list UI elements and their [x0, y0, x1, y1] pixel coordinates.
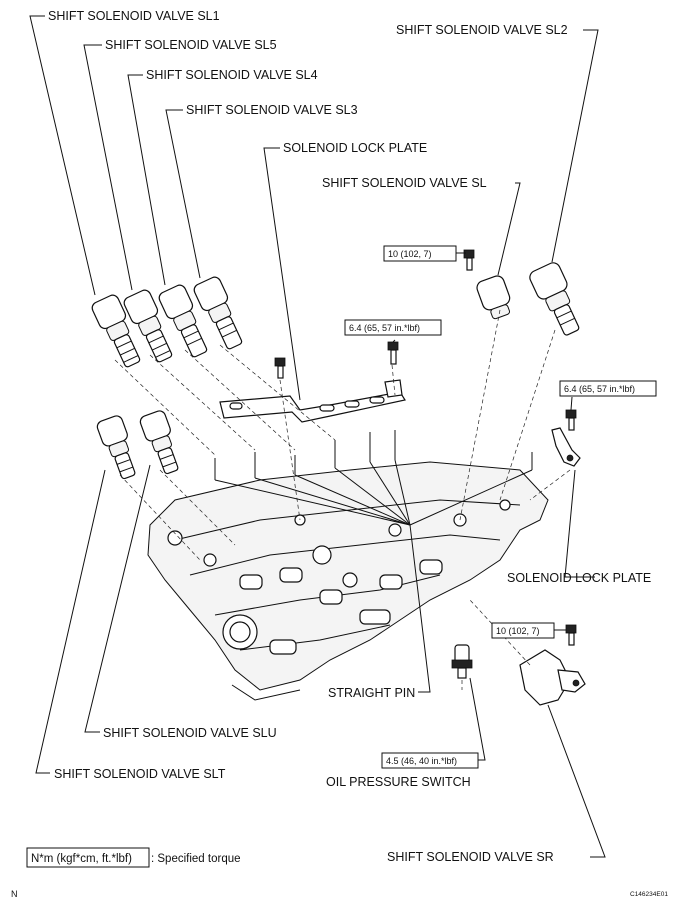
assembly-dashed-lines [114, 309, 571, 690]
label-straight-pin: STRAIGHT PIN [328, 686, 415, 700]
bolt-plate-right [565, 409, 577, 431]
solenoid-sl2 [529, 262, 580, 336]
label-slt: SHIFT SOLENOID VALVE SLT [54, 767, 226, 781]
torque-text-plate-right: 6.4 (65, 57 in.*lbf) [564, 384, 635, 394]
label-sl2: SHIFT SOLENOID VALVE SL2 [396, 23, 568, 37]
figure-code: C146234E01 [630, 891, 668, 898]
torque-legend: N*m (kgf*cm, ft.*lbf) : Specified torque [26, 847, 241, 868]
footer-left-mark: N [11, 889, 18, 899]
torque-text-sl: 10 (102, 7) [388, 249, 432, 259]
solenoid-sl5 [123, 289, 173, 363]
torque-text-ops: 4.5 (46, 40 in.*lbf) [386, 756, 457, 766]
label-sr: SHIFT SOLENOID VALVE SR [387, 850, 554, 864]
oil-pressure-switch [451, 644, 473, 679]
torque-box-plate-right: 6.4 (65, 57 in.*lbf) [559, 380, 657, 397]
label-lock-plate-top: SOLENOID LOCK PLATE [283, 141, 427, 155]
solenoid-sl1 [91, 294, 141, 368]
torque-box-plate-top: 6.4 (65, 57 in.*lbf) [344, 319, 442, 336]
torque-text-plate-top: 6.4 (65, 57 in.*lbf) [349, 323, 420, 333]
label-sl3: SHIFT SOLENOID VALVE SL3 [186, 103, 358, 117]
label-sl: SHIFT SOLENOID VALVE SL [322, 176, 487, 190]
bolt-extra [274, 357, 286, 379]
bolt-sr [565, 624, 577, 646]
solenoid-lock-plate-top [219, 379, 406, 423]
straight-pins [214, 430, 533, 480]
label-oil-pressure-switch: OIL PRESSURE SWITCH [326, 775, 471, 789]
label-sl4: SHIFT SOLENOID VALVE SL4 [146, 68, 318, 82]
bolt-plate-top [387, 341, 399, 365]
valve-body [147, 461, 549, 701]
legend-unit-box: N*m (kgf*cm, ft.*lbf) [31, 853, 132, 865]
legend-unit-desc: : Specified torque [151, 853, 241, 865]
solenoid-slt [96, 415, 136, 480]
torque-box-sl: 10 (102, 7) [383, 245, 457, 262]
label-sl1: SHIFT SOLENOID VALVE SL1 [48, 9, 220, 23]
solenoid-sl4 [158, 284, 208, 358]
leader-lines [29, 15, 606, 858]
label-slu: SHIFT SOLENOID VALVE SLU [103, 726, 277, 740]
torque-box-sr: 10 (102, 7) [491, 622, 555, 639]
torque-box-ops: 4.5 (46, 40 in.*lbf) [381, 752, 479, 769]
torque-text-sr: 10 (102, 7) [496, 626, 540, 636]
solenoid-sl [476, 275, 511, 320]
label-lock-plate-right: SOLENOID LOCK PLATE [507, 571, 651, 585]
solenoid-sl3 [193, 276, 243, 350]
solenoid-slu [139, 410, 179, 475]
label-sl5: SHIFT SOLENOID VALVE SL5 [105, 38, 277, 52]
bolt-sl [463, 249, 475, 271]
solenoid-lock-plate-right [551, 427, 581, 467]
solenoid-sr [519, 649, 586, 706]
